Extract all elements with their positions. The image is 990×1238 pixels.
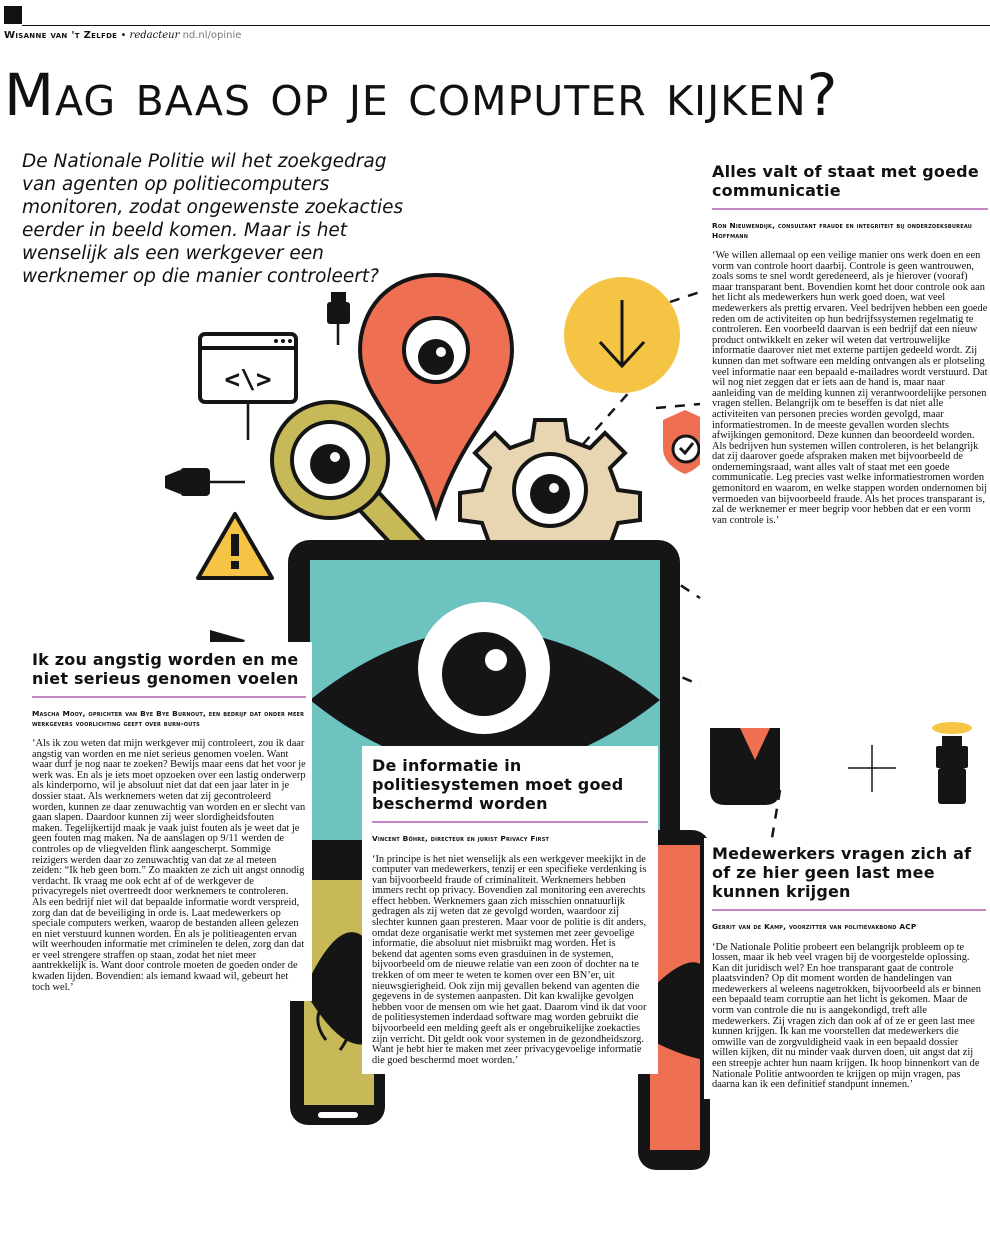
byline-separator: • [120, 30, 127, 41]
article-angstig: Ik zou angstig worden en me niet serieus… [24, 642, 312, 1002]
masthead-bar [0, 0, 990, 28]
article-author: Vincent Böhre, directeur en jurist Priva… [372, 834, 550, 843]
section-url[interactable]: nd.nl/opinie [182, 30, 242, 41]
phone-icon [638, 830, 710, 1170]
masthead-square [4, 6, 22, 24]
article-divider [712, 208, 988, 210]
location-pin-icon [357, 272, 515, 522]
warning-icon [196, 512, 274, 580]
article-author: Mascha Mooy, oprichter van Bye Bye Burno… [32, 709, 305, 728]
camera-icon [165, 468, 245, 496]
shield-icon [663, 410, 707, 474]
article-communicatie: Alles valt of staat met goede communicat… [700, 158, 990, 533]
article-body: ‘In principe is het niet wenselijk als e… [372, 853, 647, 1066]
headline: Mag baas op je computer kijken? [4, 61, 839, 129]
byline: Wisanne van 't Zelfde • redacteur nd.nl/… [4, 30, 241, 41]
intro-text: De Nationale Politie wil het zoekgedrag … [22, 151, 404, 287]
article-author: Ron Nieuwendijk, consultant fraude en in… [712, 221, 972, 240]
usb-plug-icon [327, 292, 350, 345]
article-politiesystemen: De informatie in politiesystemen moet go… [362, 746, 658, 1075]
article-body: ‘We willen allemaal op een veilige manie… [712, 250, 988, 526]
author-role: redacteur [129, 30, 180, 41]
download-icon [564, 277, 680, 393]
article-medewerkers: Medewerkers vragen zich af of ze hier ge… [704, 838, 990, 1099]
masthead-rule [22, 25, 990, 26]
article-divider [32, 696, 306, 698]
device-icon [710, 722, 972, 805]
article-author: Gerrit van de Kamp, voorzitter van polit… [712, 922, 917, 931]
article-title: Medewerkers vragen zich af of ze hier ge… [712, 844, 972, 901]
article-body: ‘Als ik zou weten dat mijn werkgever mij… [32, 738, 306, 993]
author-name: Wisanne van 't Zelfde [4, 30, 118, 41]
article-title: Ik zou angstig worden en me niet serieus… [32, 650, 299, 688]
article-divider [712, 909, 986, 911]
article-divider [372, 821, 648, 823]
article-title: Alles valt of staat met goede communicat… [712, 162, 979, 200]
article-title: De informatie in politiesystemen moet go… [372, 756, 624, 813]
code-window-icon: <\> [198, 332, 298, 440]
svg-text:<\>: <\> [225, 365, 272, 395]
article-body: ‘De Nationale Politie probeert een belan… [712, 941, 981, 1091]
